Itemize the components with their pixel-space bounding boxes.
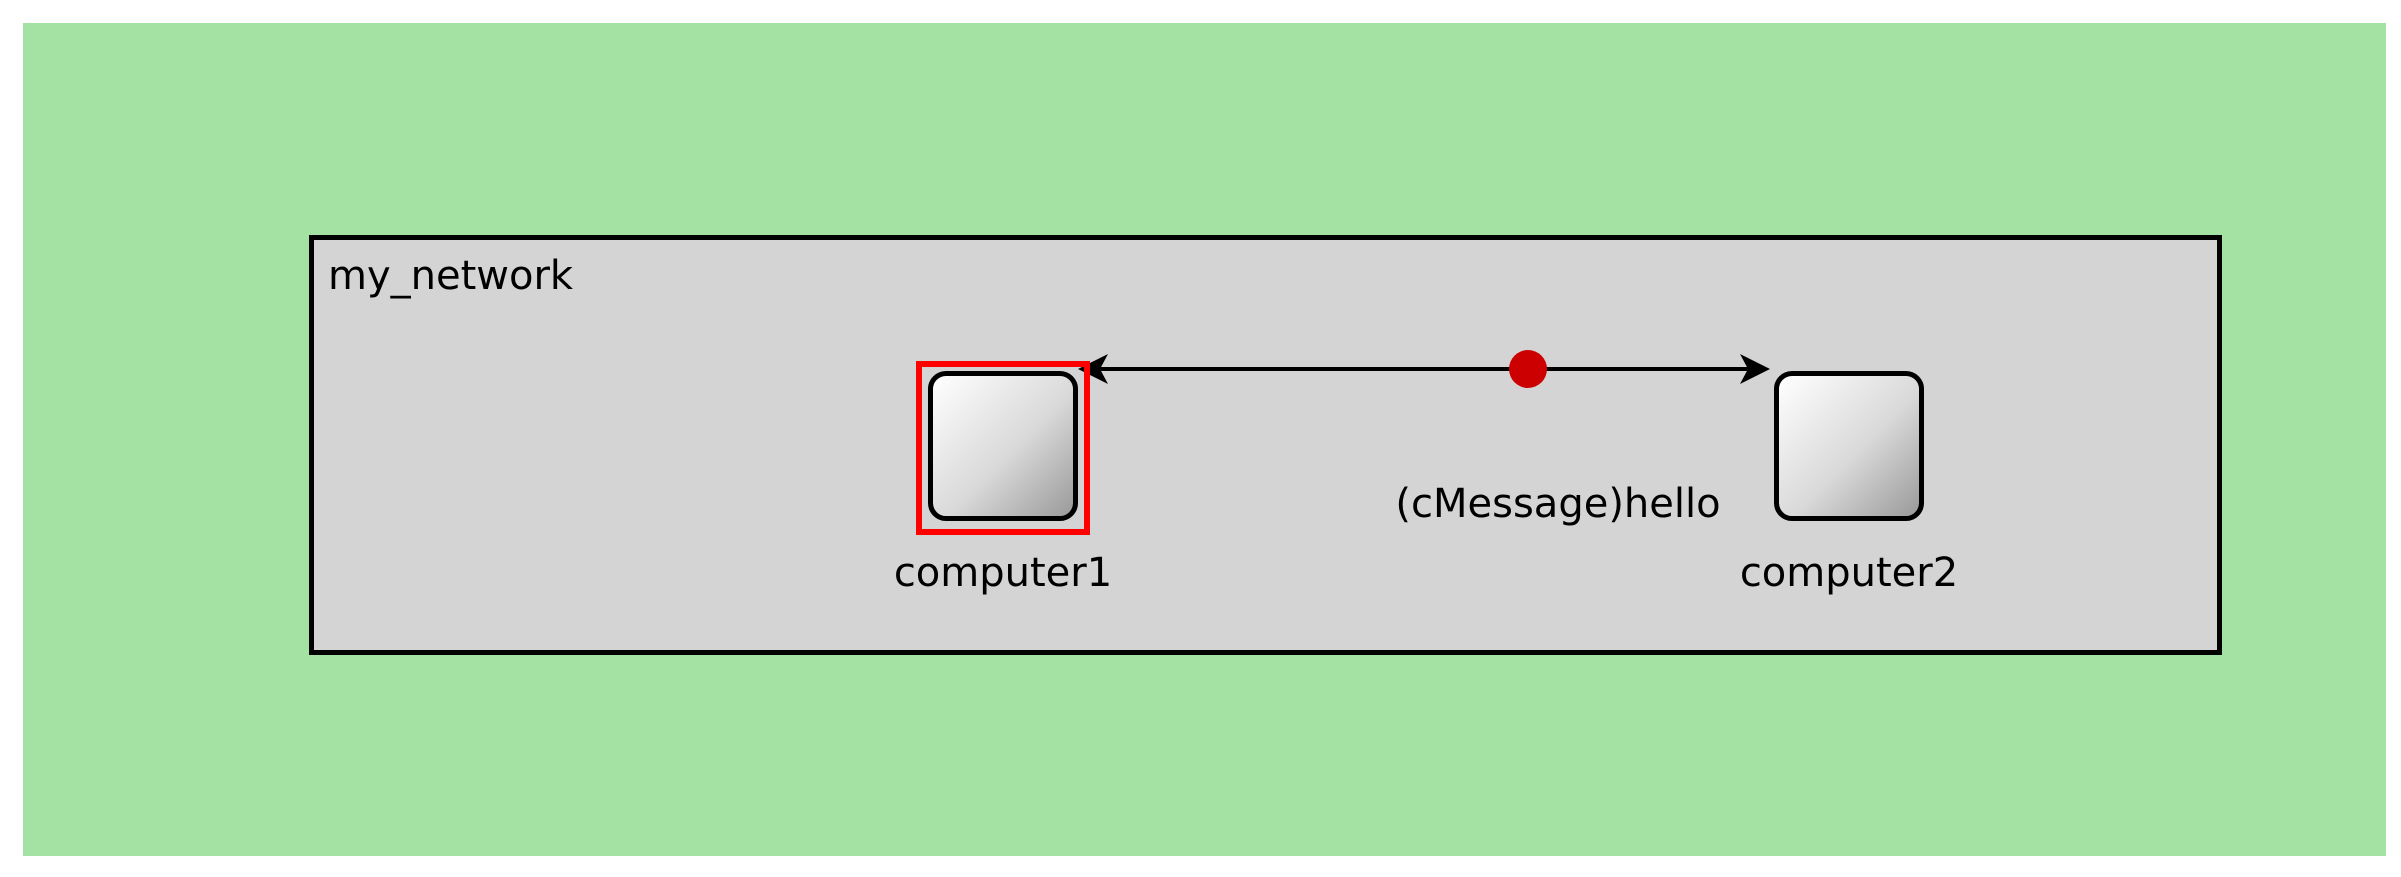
network-compound-module[interactable]: my_network computer1 computer2 (cMessage… xyxy=(309,235,2222,655)
computer2-module[interactable] xyxy=(1774,371,1924,521)
simulation-canvas: my_network computer1 computer2 (cMessage… xyxy=(23,23,2386,856)
arrowhead-left-icon xyxy=(1078,354,1108,384)
network-name-label: my_network xyxy=(328,253,574,299)
message-label: (cMessage)hello xyxy=(1395,481,1721,527)
arrowhead-right-icon xyxy=(1740,354,1770,384)
computer1-module[interactable] xyxy=(928,371,1078,521)
message-dot[interactable] xyxy=(1509,350,1547,388)
computer1-label: computer1 xyxy=(893,550,1113,596)
selection-highlight xyxy=(916,361,1090,535)
computer2-label: computer2 xyxy=(1739,550,1959,596)
connection-layer xyxy=(1078,350,1770,388)
